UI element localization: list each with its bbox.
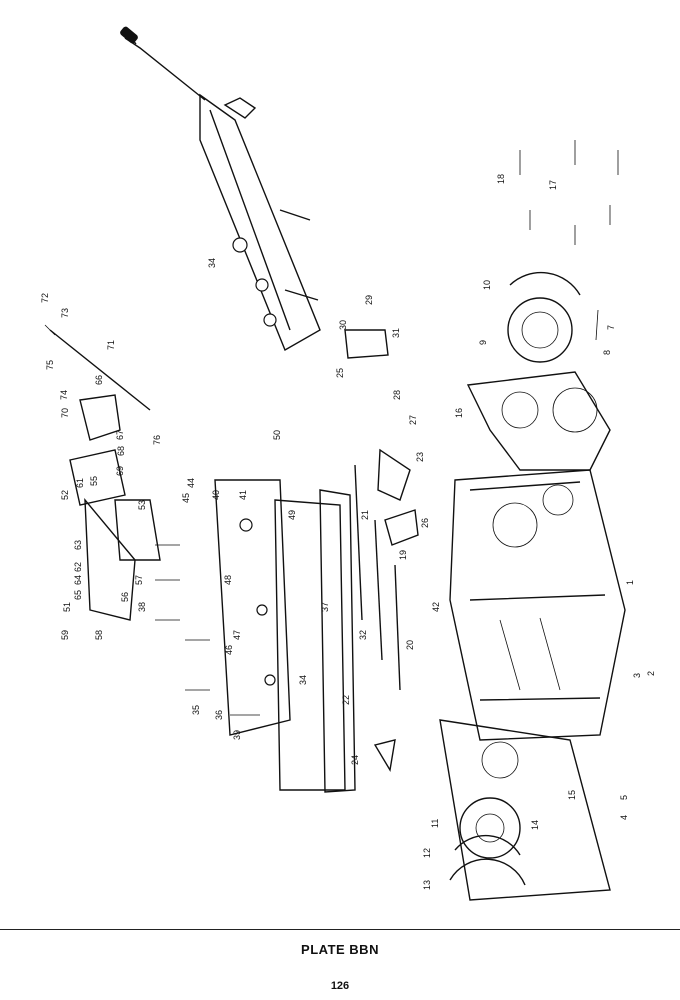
callout-47: 47 <box>232 630 242 640</box>
selector-rods <box>344 329 419 772</box>
callout-23: 23 <box>415 452 425 462</box>
callout-56: 56 <box>120 592 130 602</box>
callout-24: 24 <box>350 755 360 765</box>
callout-39: 39 <box>232 730 242 740</box>
callout-71: 71 <box>106 340 116 350</box>
callout-65: 65 <box>73 590 83 600</box>
callout-19: 19 <box>398 550 408 560</box>
callout-26: 26 <box>420 518 430 528</box>
callout-42: 42 <box>431 602 441 612</box>
exploded-parts-diagram: 34 1 2 3 4 5 7 8 9 10 11 12 13 14 15 16 … <box>40 26 656 901</box>
callout-45: 45 <box>181 493 191 503</box>
callout-70: 70 <box>60 408 70 418</box>
callout-66: 66 <box>94 375 104 385</box>
callout-4: 4 <box>619 815 629 820</box>
callout-76: 76 <box>152 435 162 445</box>
callout-46: 46 <box>224 645 234 655</box>
callout-8: 8 <box>602 350 612 355</box>
callout-72: 72 <box>40 293 50 303</box>
callout-12: 12 <box>422 848 432 858</box>
callout-18a: 18 <box>496 174 506 184</box>
callout-53: 53 <box>137 500 147 510</box>
callout-7: 7 <box>606 325 616 330</box>
page-number: 126 <box>330 980 350 992</box>
callout-31: 31 <box>391 328 401 338</box>
callout-61: 61 <box>75 478 85 488</box>
callout-55: 55 <box>89 476 99 486</box>
callout-63: 63 <box>73 540 83 550</box>
callout-9: 9 <box>478 340 488 345</box>
callout-51: 51 <box>62 602 72 612</box>
callout-52: 52 <box>60 490 70 500</box>
callout-50: 50 <box>272 430 282 440</box>
callout-11: 11 <box>430 819 440 828</box>
callout-13: 13 <box>422 880 432 890</box>
callout-73: 73 <box>60 308 70 318</box>
lever-linkage <box>44 324 161 621</box>
callout-69: 69 <box>115 466 125 476</box>
callout-36: 36 <box>214 710 224 720</box>
callout-62: 62 <box>73 562 83 572</box>
studs-and-bolts <box>155 140 619 716</box>
callout-27: 27 <box>408 415 418 425</box>
footer-rule <box>0 929 680 930</box>
callout-25: 25 <box>335 368 345 378</box>
callout-33: 34 <box>207 258 217 268</box>
callout-10: 10 <box>482 280 492 290</box>
callout-30: 30 <box>338 320 348 330</box>
gearbox-casing <box>449 469 626 741</box>
callout-labels: 34 1 2 3 4 5 7 8 9 10 11 12 13 14 15 16 … <box>40 174 656 890</box>
callout-3: 3 <box>632 673 642 678</box>
callout-75: 75 <box>45 360 55 370</box>
callout-1: 1 <box>625 580 635 585</box>
side-cover <box>214 479 291 736</box>
callout-44: 44 <box>186 478 196 488</box>
gaskets <box>274 371 611 901</box>
callout-48: 48 <box>223 575 233 585</box>
callout-74: 74 <box>59 390 69 400</box>
callout-34: 34 <box>298 675 308 685</box>
callout-21: 21 <box>360 510 370 520</box>
callout-68: 68 <box>116 446 126 456</box>
callout-64: 64 <box>73 575 83 585</box>
bearings <box>449 271 581 886</box>
callout-32: 32 <box>358 630 368 640</box>
callout-14: 14 <box>530 820 540 830</box>
callout-2: 2 <box>646 671 656 676</box>
callout-49: 49 <box>287 510 297 520</box>
callout-57: 57 <box>134 575 144 585</box>
callout-5: 5 <box>619 795 629 800</box>
callout-28: 28 <box>392 390 402 400</box>
top-cover-assembly <box>120 26 321 352</box>
callout-17: 17 <box>548 180 558 190</box>
callout-38: 38 <box>137 602 147 612</box>
callout-41: 41 <box>238 490 248 500</box>
callout-29: 29 <box>364 295 374 305</box>
plate-title: PLATE BBN <box>301 942 379 957</box>
callout-22: 22 <box>341 695 351 705</box>
callout-20: 20 <box>405 640 415 650</box>
callout-59: 59 <box>60 630 70 640</box>
callout-58: 58 <box>94 630 104 640</box>
callout-16: 16 <box>454 408 464 418</box>
callout-35: 35 <box>191 705 201 715</box>
callout-67: 67 <box>115 430 125 440</box>
callout-15: 15 <box>567 790 577 800</box>
callout-40: 40 <box>211 490 221 500</box>
callout-37: 37 <box>320 602 330 612</box>
